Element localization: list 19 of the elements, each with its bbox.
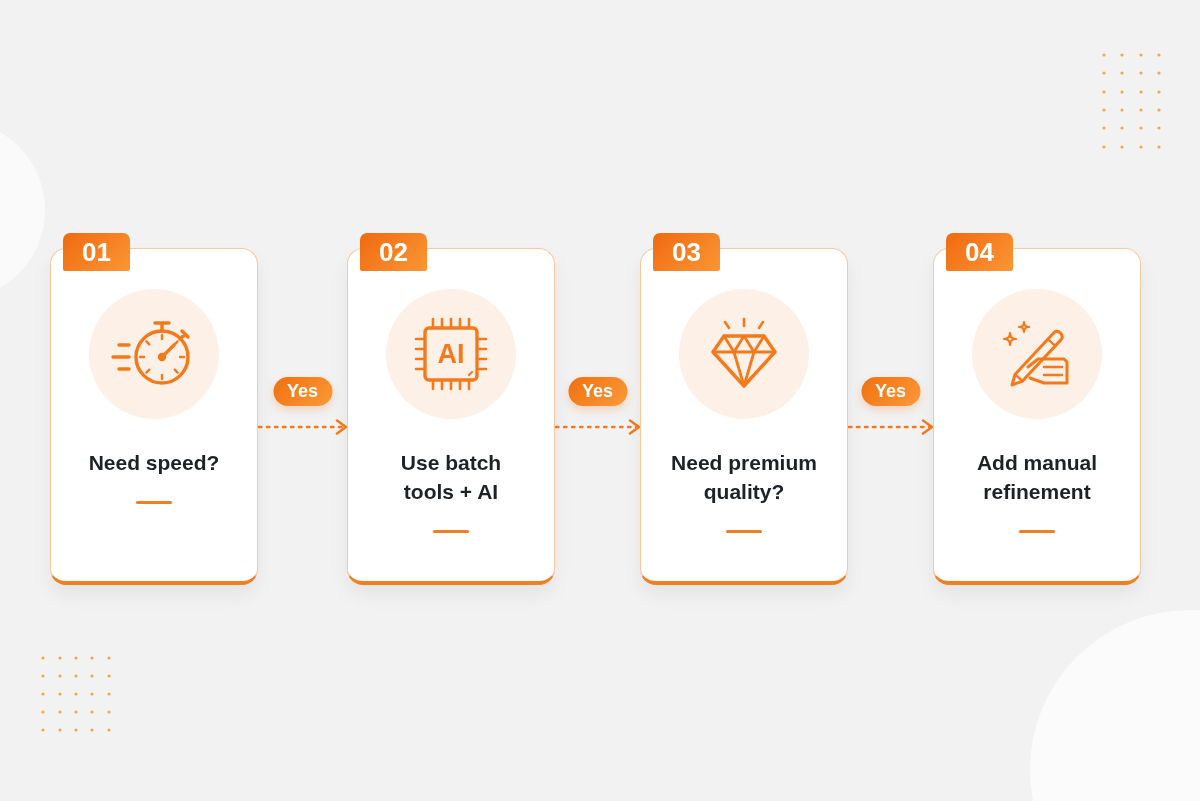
edge-label: Yes bbox=[861, 377, 920, 406]
step-number-tab: 04 bbox=[946, 233, 1013, 271]
step-title: Add manual refinement bbox=[975, 450, 1099, 505]
step-number-tab: 01 bbox=[63, 233, 130, 271]
step-title: Use batch tools + AI bbox=[399, 450, 503, 505]
step-card bbox=[50, 232, 258, 585]
icon-text: AI bbox=[437, 339, 465, 369]
dotted-arrow bbox=[257, 419, 348, 435]
step-card bbox=[640, 232, 848, 585]
step-number-tab: 02 bbox=[360, 233, 427, 271]
dotted-arrow bbox=[847, 419, 934, 435]
step-number-tab: 03 bbox=[653, 233, 720, 271]
edge-label: Yes bbox=[568, 377, 627, 406]
dotted-arrow bbox=[554, 419, 641, 435]
step-title: Need speed? bbox=[87, 450, 221, 476]
step-card bbox=[933, 232, 1141, 585]
edge-label: Yes bbox=[273, 377, 332, 406]
step-card bbox=[347, 232, 555, 585]
step-title: Need premium quality? bbox=[670, 450, 818, 505]
